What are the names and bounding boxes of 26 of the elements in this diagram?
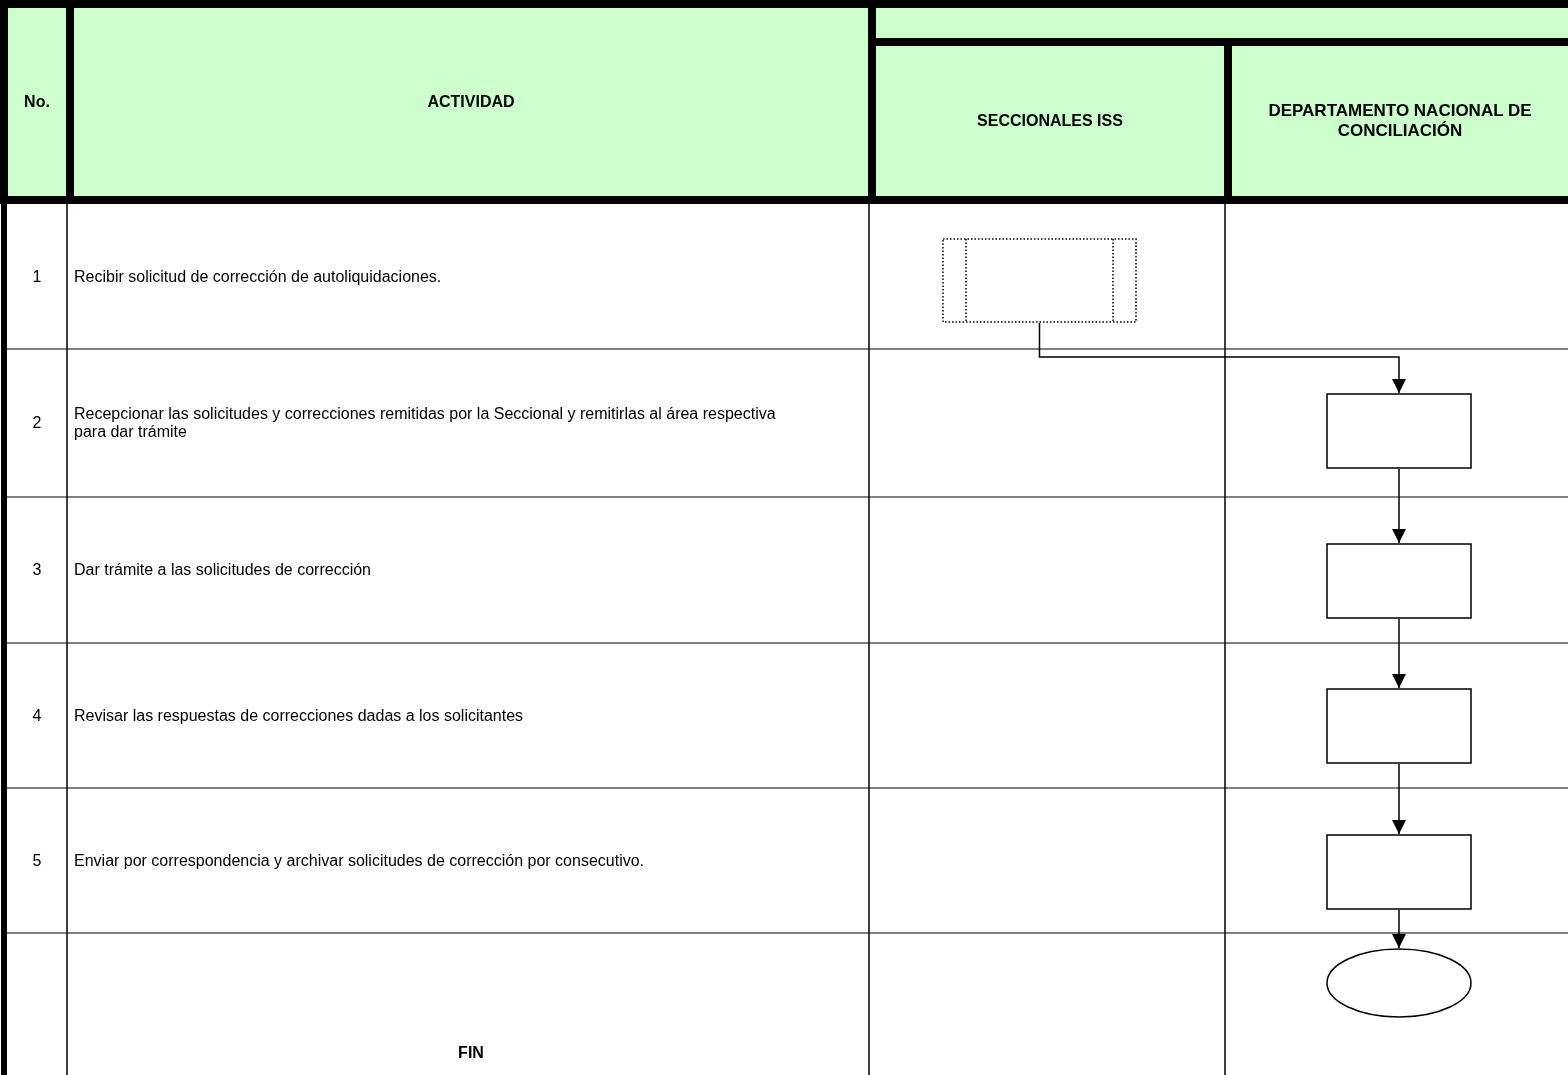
activity-text: Recepcionar las solicitudes y correcciones remitidas por la Seccional y remitirlas al área respectiva para dar trámite <box>74 405 777 441</box>
step-number: 1 <box>32 267 42 286</box>
end-label: FIN <box>458 1043 484 1062</box>
predefined-process-box <box>942 238 1137 323</box>
process-box <box>1326 688 1472 764</box>
terminator-ellipse <box>1326 948 1472 1018</box>
arrow <box>1392 468 1406 544</box>
arrow <box>1392 618 1406 689</box>
column-header: No. <box>24 93 50 111</box>
step-number: 4 <box>32 706 42 725</box>
process-box <box>1326 834 1472 910</box>
process-box <box>1326 543 1472 619</box>
column-header: DEPARTAMENTO NACIONAL DE CONCILIACIÓN <box>1267 101 1533 141</box>
arrow <box>1038 322 1406 394</box>
activity-text: Revisar las respuestas de correcciones dadas a los solicitantes <box>74 706 524 725</box>
column-header: ACTIVIDAD <box>427 93 515 111</box>
step-number: 5 <box>32 851 42 870</box>
activity-text: Recibir solicitud de corrección de autoliquidaciones. <box>74 267 442 286</box>
arrow <box>1392 909 1406 949</box>
arrow <box>1392 763 1406 835</box>
column-header: SECCIONALES ISS <box>977 112 1123 130</box>
activity-text: Dar trámite a las solicitudes de corrección <box>74 561 371 579</box>
process-box <box>1326 393 1472 469</box>
activity-text: Enviar por correspondencia y archivar solicitudes de corrección por consecutivo. <box>74 851 645 870</box>
step-number: 2 <box>32 414 42 432</box>
step-number: 3 <box>32 561 42 579</box>
